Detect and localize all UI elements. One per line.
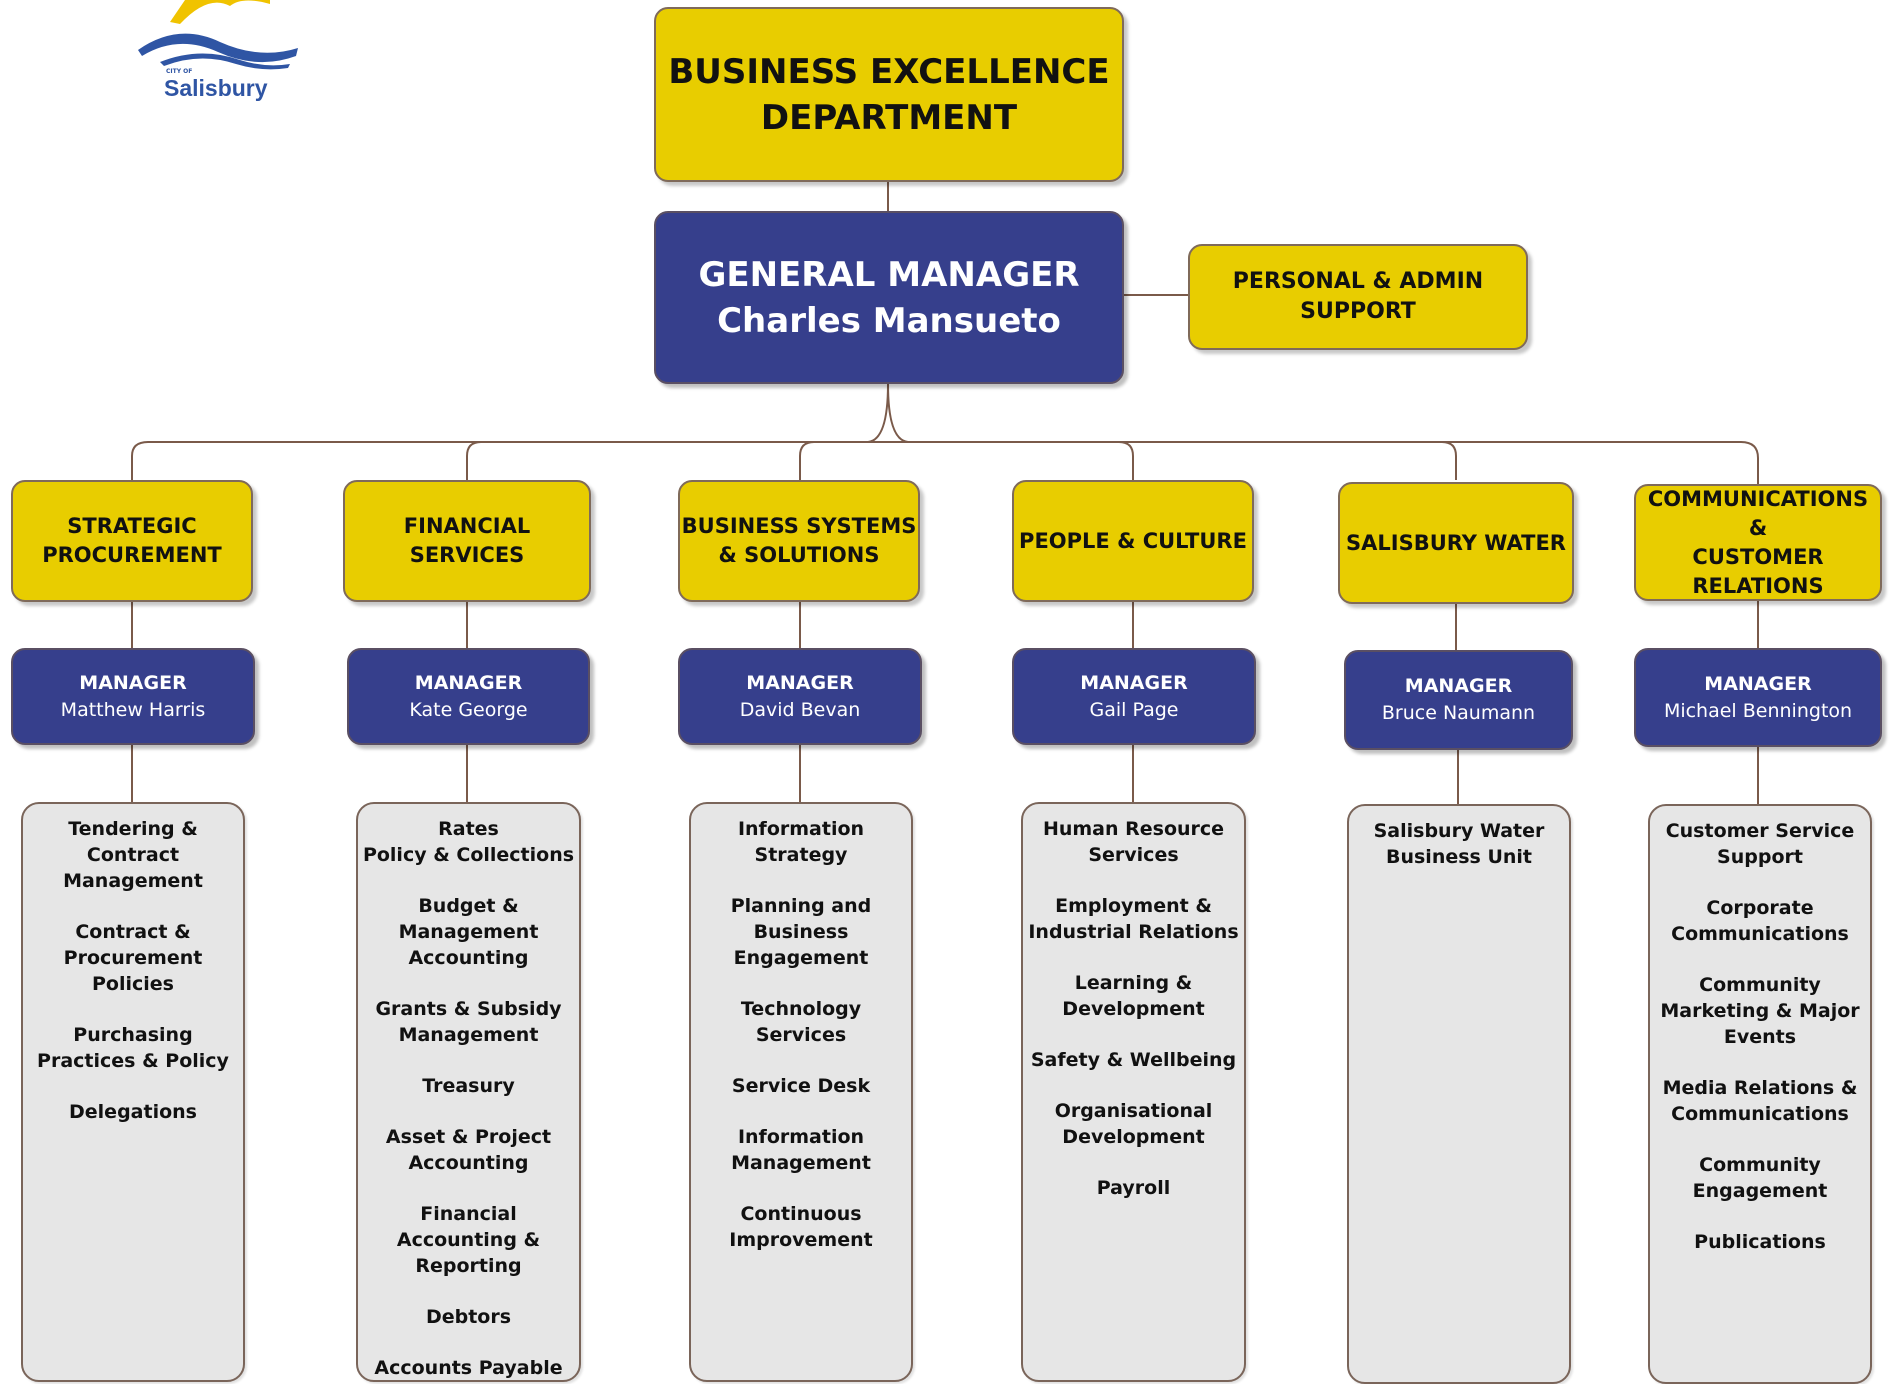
manager-box-communications: MANAGER Michael Bennington	[1634, 648, 1882, 747]
manager-box-financial: MANAGER Kate George	[347, 648, 590, 745]
manager-box-salisbury-water: MANAGER Bruce Naumann	[1344, 650, 1573, 750]
service-item: Debtors	[425, 1306, 512, 1328]
dept-title: BUSINESS SYSTEMS & SOLUTIONS	[681, 514, 917, 567]
manager-name: Michael Bennington	[1663, 699, 1853, 722]
manager-name: Gail Page	[1089, 698, 1179, 721]
service-item: Employment & Industrial Relations	[1028, 895, 1239, 943]
business-excellence-box: BUSINESS EXCELLENCE DEPARTMENT	[654, 7, 1124, 182]
service-item: Human Resource Services	[1042, 818, 1225, 866]
service-item: Safety & Wellbeing	[1030, 1049, 1237, 1071]
service-item: Community Engagement	[1692, 1154, 1828, 1202]
services-procurement: Tendering & Contract Management Contract…	[21, 802, 245, 1382]
service-item: Community Marketing & Major Events	[1660, 974, 1860, 1048]
service-item: Information Strategy	[737, 818, 865, 866]
dept-people-culture: PEOPLE & CULTURE	[1012, 480, 1254, 602]
services-salisbury-water: Salisbury Water Business Unit	[1347, 804, 1571, 1384]
service-item: Salisbury Water Business Unit	[1373, 820, 1545, 868]
service-item: Tendering & Contract Management	[63, 818, 203, 892]
general-manager-box: GENERAL MANAGER Charles Mansueto	[654, 211, 1124, 384]
admin-support-box: PERSONAL & ADMIN SUPPORT	[1188, 244, 1528, 350]
services-financial: Rates Policy & Collections Budget & Mana…	[356, 802, 581, 1382]
dept-salisbury-water: SALISBURY WATER	[1338, 482, 1574, 604]
service-item: Publications	[1694, 1231, 1826, 1253]
dept-business-systems: BUSINESS SYSTEMS & SOLUTIONS	[678, 480, 920, 602]
logo-small-text: CITY OF	[166, 68, 193, 75]
dept-financial-services: FINANCIAL SERVICES	[343, 480, 591, 602]
general-manager-title: GENERAL MANAGER	[698, 254, 1080, 295]
sun-wave-icon	[138, 0, 298, 70]
manager-name: Bruce Naumann	[1381, 702, 1536, 724]
general-manager-name: Charles Mansueto	[717, 300, 1061, 341]
service-item: Planning and Business Engagement	[730, 895, 872, 969]
manager-box-people-culture: MANAGER Gail Page	[1012, 648, 1256, 745]
service-item: Continuous Improvement	[729, 1203, 873, 1251]
dept-title: FINANCIAL SERVICES	[403, 514, 531, 567]
dept-communications: COMMUNICATIONS & CUSTOMER RELATIONS	[1634, 484, 1882, 601]
manager-box-procurement: MANAGER Matthew Harris	[11, 648, 255, 745]
services-communications: Customer Service Support Corporate Commu…	[1648, 804, 1872, 1384]
dept-strategic-procurement: STRATEGIC PROCUREMENT	[11, 480, 253, 602]
manager-name: David Bevan	[739, 698, 861, 721]
dept-title: PEOPLE & CULTURE	[1019, 528, 1247, 553]
service-item: Information Management	[731, 1126, 871, 1174]
service-item: Grants & Subsidy Management	[375, 998, 562, 1046]
service-item: Financial Accounting & Reporting	[396, 1203, 541, 1277]
manager-title: MANAGER	[1404, 675, 1513, 697]
manager-box-business-systems: MANAGER David Bevan	[678, 648, 922, 745]
logo-name: Salisbury	[164, 75, 268, 101]
service-item: Accounts Payable	[374, 1357, 563, 1379]
service-item: Rates Policy & Collections	[362, 818, 575, 866]
service-item: Organisational Development	[1054, 1100, 1213, 1148]
service-item: Media Relations & Communications	[1662, 1077, 1858, 1125]
service-item: Treasury	[422, 1075, 515, 1097]
city-of-salisbury-logo: CITY OF Salisbury	[130, 0, 310, 115]
manager-title: MANAGER	[746, 671, 854, 694]
manager-name: Matthew Harris	[60, 698, 206, 721]
service-item: Customer Service Support	[1665, 820, 1855, 868]
manager-title: MANAGER	[1080, 671, 1188, 694]
department-title: BUSINESS EXCELLENCE DEPARTMENT	[668, 51, 1110, 138]
service-item: Corporate Communications	[1671, 897, 1849, 945]
service-item: Asset & Project Accounting	[385, 1126, 552, 1174]
service-item: Contract & Procurement Policies	[63, 921, 203, 995]
dept-title: STRATEGIC PROCUREMENT	[42, 514, 222, 567]
services-people-culture: Human Resource Services Employment & Ind…	[1021, 802, 1246, 1382]
manager-title: MANAGER	[79, 671, 187, 694]
manager-title: MANAGER	[414, 671, 523, 694]
services-business-systems: Information Strategy Planning and Busine…	[689, 802, 913, 1382]
admin-support-title: PERSONAL & ADMIN SUPPORT	[1232, 269, 1484, 324]
service-item: Budget & Management Accounting	[398, 895, 539, 969]
service-item: Purchasing Practices & Policy	[37, 1024, 229, 1072]
dept-title: SALISBURY WATER	[1346, 530, 1566, 555]
dept-title: COMMUNICATIONS & CUSTOMER RELATIONS	[1647, 486, 1869, 598]
service-item: Technology Services	[740, 998, 862, 1046]
service-item: Service Desk	[731, 1075, 871, 1097]
service-item: Payroll	[1096, 1177, 1171, 1199]
manager-title: MANAGER	[1704, 672, 1812, 695]
service-item: Learning & Development	[1062, 972, 1205, 1020]
manager-name: Kate George	[409, 698, 528, 721]
service-item: Delegations	[69, 1101, 197, 1123]
